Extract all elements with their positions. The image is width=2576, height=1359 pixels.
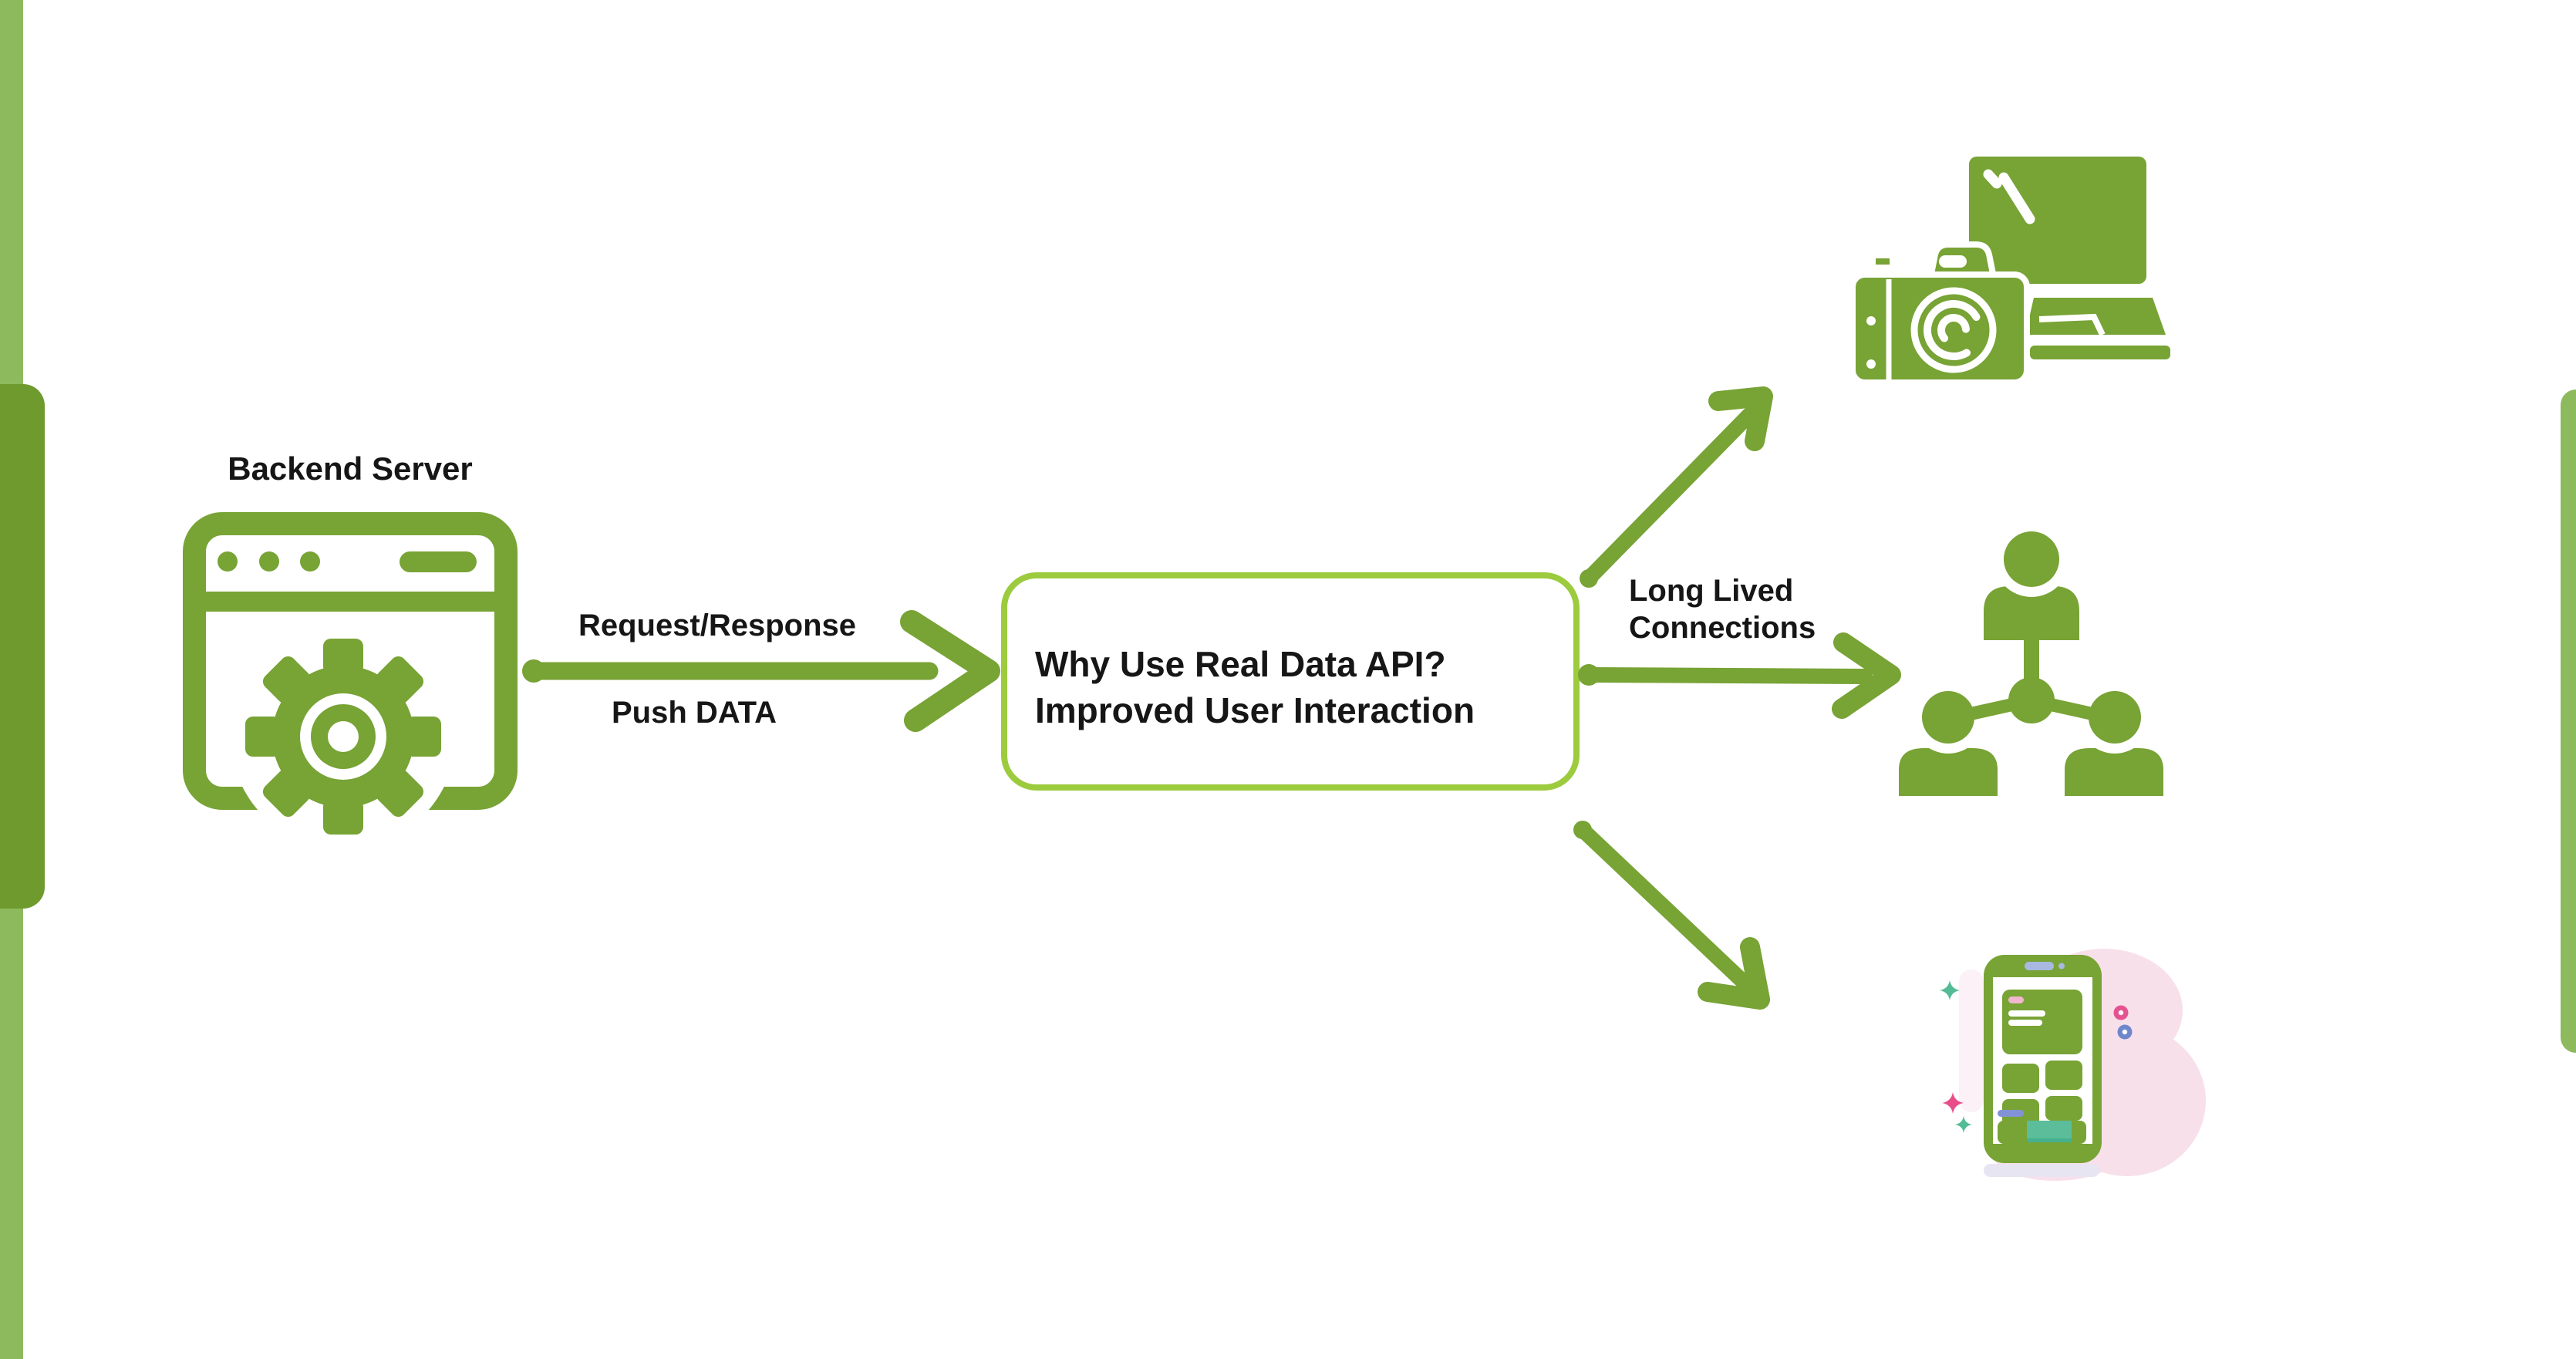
laptop bbox=[1969, 157, 2170, 359]
arrow-to-users bbox=[1578, 632, 1901, 719]
left-user-body bbox=[1899, 748, 1998, 796]
phone-shadow bbox=[1984, 1164, 2099, 1177]
arrow-to-camera-laptop bbox=[1580, 386, 1773, 588]
hub-node bbox=[2008, 677, 2055, 723]
camera-dot bbox=[2058, 963, 2065, 970]
left-edge-tab bbox=[0, 384, 45, 909]
why-use-box: Why Use Real Data API? Improved User Int… bbox=[1001, 572, 1580, 791]
request-response-arrow bbox=[522, 610, 1000, 732]
server-browser-gear-icon bbox=[183, 512, 518, 849]
camera-lens bbox=[1910, 287, 1997, 373]
long-lived-connections-label: Long Lived Connections bbox=[1629, 572, 1816, 646]
camera bbox=[1849, 241, 2030, 386]
mobile-app-illustration bbox=[1940, 949, 2206, 1181]
request-response-label: Request/Response bbox=[578, 609, 857, 642]
browser-dot bbox=[300, 551, 320, 572]
camera-laptop-icon bbox=[1849, 157, 2170, 386]
why-use-line1: Why Use Real Data API? bbox=[1035, 643, 1446, 684]
backend-server-label: Backend Server bbox=[228, 450, 473, 487]
long-lived-line1: Long Lived bbox=[1629, 574, 1794, 608]
connected-users-icon bbox=[1899, 524, 2163, 796]
long-lived-line2: Connections bbox=[1629, 611, 1816, 645]
hero-card bbox=[2002, 990, 2082, 1054]
browser-dot bbox=[217, 551, 238, 572]
pink-sparkle-icon bbox=[1942, 1092, 1964, 1114]
viewfinder bbox=[1939, 255, 1967, 268]
browser-address-pill bbox=[400, 551, 477, 572]
phone bbox=[1984, 955, 2102, 1163]
why-use-line2: Improved User Interaction bbox=[1035, 690, 1475, 730]
browser-header-divider bbox=[198, 592, 502, 612]
decorations bbox=[1940, 980, 2133, 1133]
gear-icon bbox=[245, 639, 441, 835]
right-user-body bbox=[2065, 748, 2163, 796]
top-user-head bbox=[2004, 531, 2059, 587]
teal-sparkle-icon bbox=[1940, 980, 1960, 1000]
top-user-body bbox=[1984, 586, 2079, 640]
right-edge-tab bbox=[2561, 389, 2576, 1053]
arrow-to-mobile bbox=[1573, 821, 1770, 1010]
push-data-label: Push DATA bbox=[611, 696, 777, 730]
teal-sparkle-icon bbox=[1955, 1116, 1972, 1133]
speaker-pill bbox=[2025, 962, 2054, 970]
screen-content bbox=[1998, 990, 2086, 1144]
browser-dot bbox=[259, 551, 279, 572]
